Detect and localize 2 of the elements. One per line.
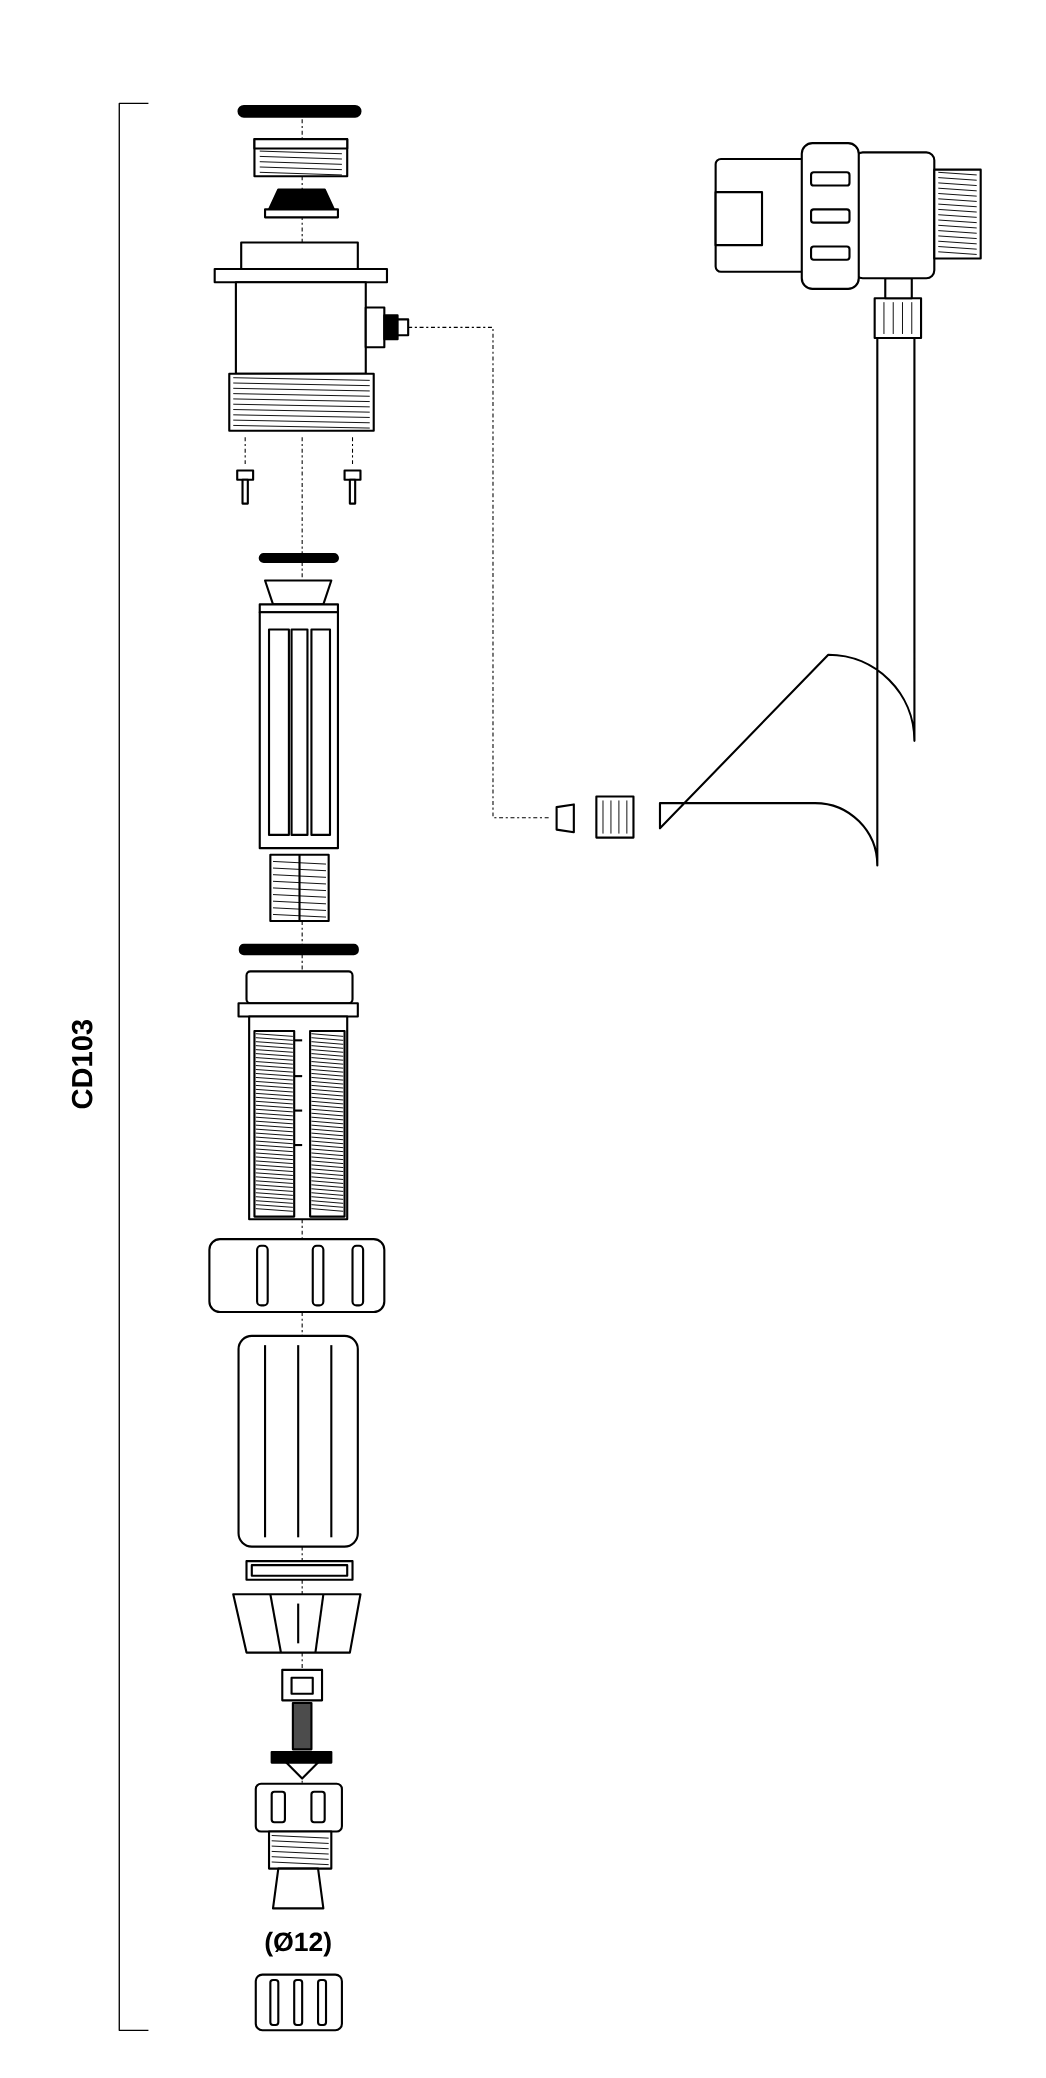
part-number: CD103: [72, 1019, 93, 1109]
dimension-label: (Ø12): [265, 1931, 331, 1957]
